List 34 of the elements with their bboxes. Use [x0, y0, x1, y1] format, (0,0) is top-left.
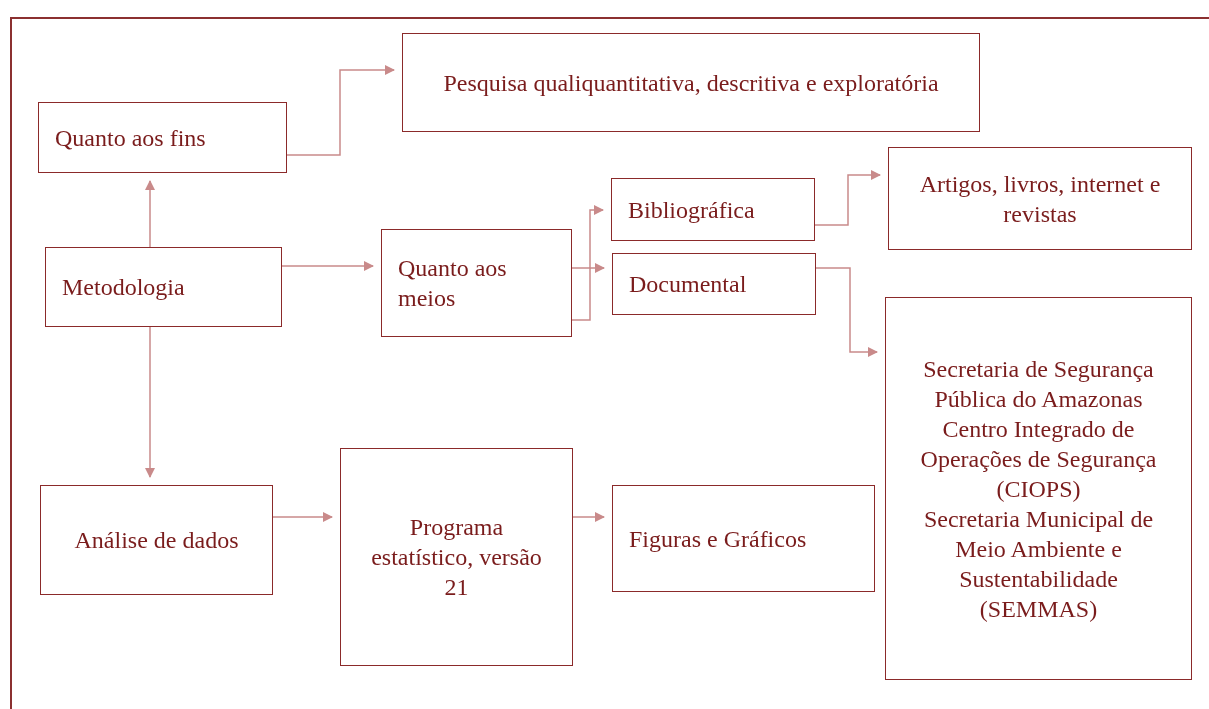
box-text: Análise de dados — [74, 526, 239, 555]
arrow — [571, 205, 604, 269]
box-text: Pesquisa qualiquantitativa, descritiva e exploratória — [443, 68, 939, 98]
box-text: Artigos, livros, internet e revistas — [918, 169, 1162, 229]
process-box — [885, 297, 1192, 680]
arrow — [145, 180, 155, 248]
box-text: Figuras e Gráficos — [629, 524, 807, 554]
arrow — [571, 263, 605, 321]
process-box — [40, 485, 273, 595]
box-text: Quanto aos fins — [55, 123, 206, 153]
box-text: Secretaria de Segurança Pública do Amazonas — [922, 354, 1155, 414]
process-box — [45, 247, 282, 327]
box-text: Centro Integrado de Operações de Segurança (CIOPS) — [919, 414, 1158, 504]
process-box — [612, 485, 875, 592]
process-box — [38, 102, 287, 173]
process-box — [402, 33, 980, 132]
arrow — [815, 267, 878, 357]
arrow — [286, 65, 395, 156]
box-text: Metodologia — [62, 273, 185, 302]
arrow — [572, 512, 605, 522]
process-box — [381, 229, 572, 337]
arrow — [272, 512, 333, 522]
process-box — [611, 178, 815, 241]
process-box — [612, 253, 816, 315]
box-text: Bibliográfica — [628, 195, 755, 225]
box-text: Quanto aos meios — [398, 254, 508, 313]
arrow — [814, 170, 881, 226]
process-box — [340, 448, 573, 666]
box-text: Secretaria Municipal de Meio Ambiente e Sustentabilidade (SEMMAS) — [922, 504, 1155, 624]
process-box — [888, 147, 1192, 250]
box-text: Documental — [629, 270, 747, 299]
box-text: Programa estatístico, versão 21 — [370, 513, 543, 602]
arrow — [145, 326, 155, 478]
arrow — [281, 261, 374, 271]
